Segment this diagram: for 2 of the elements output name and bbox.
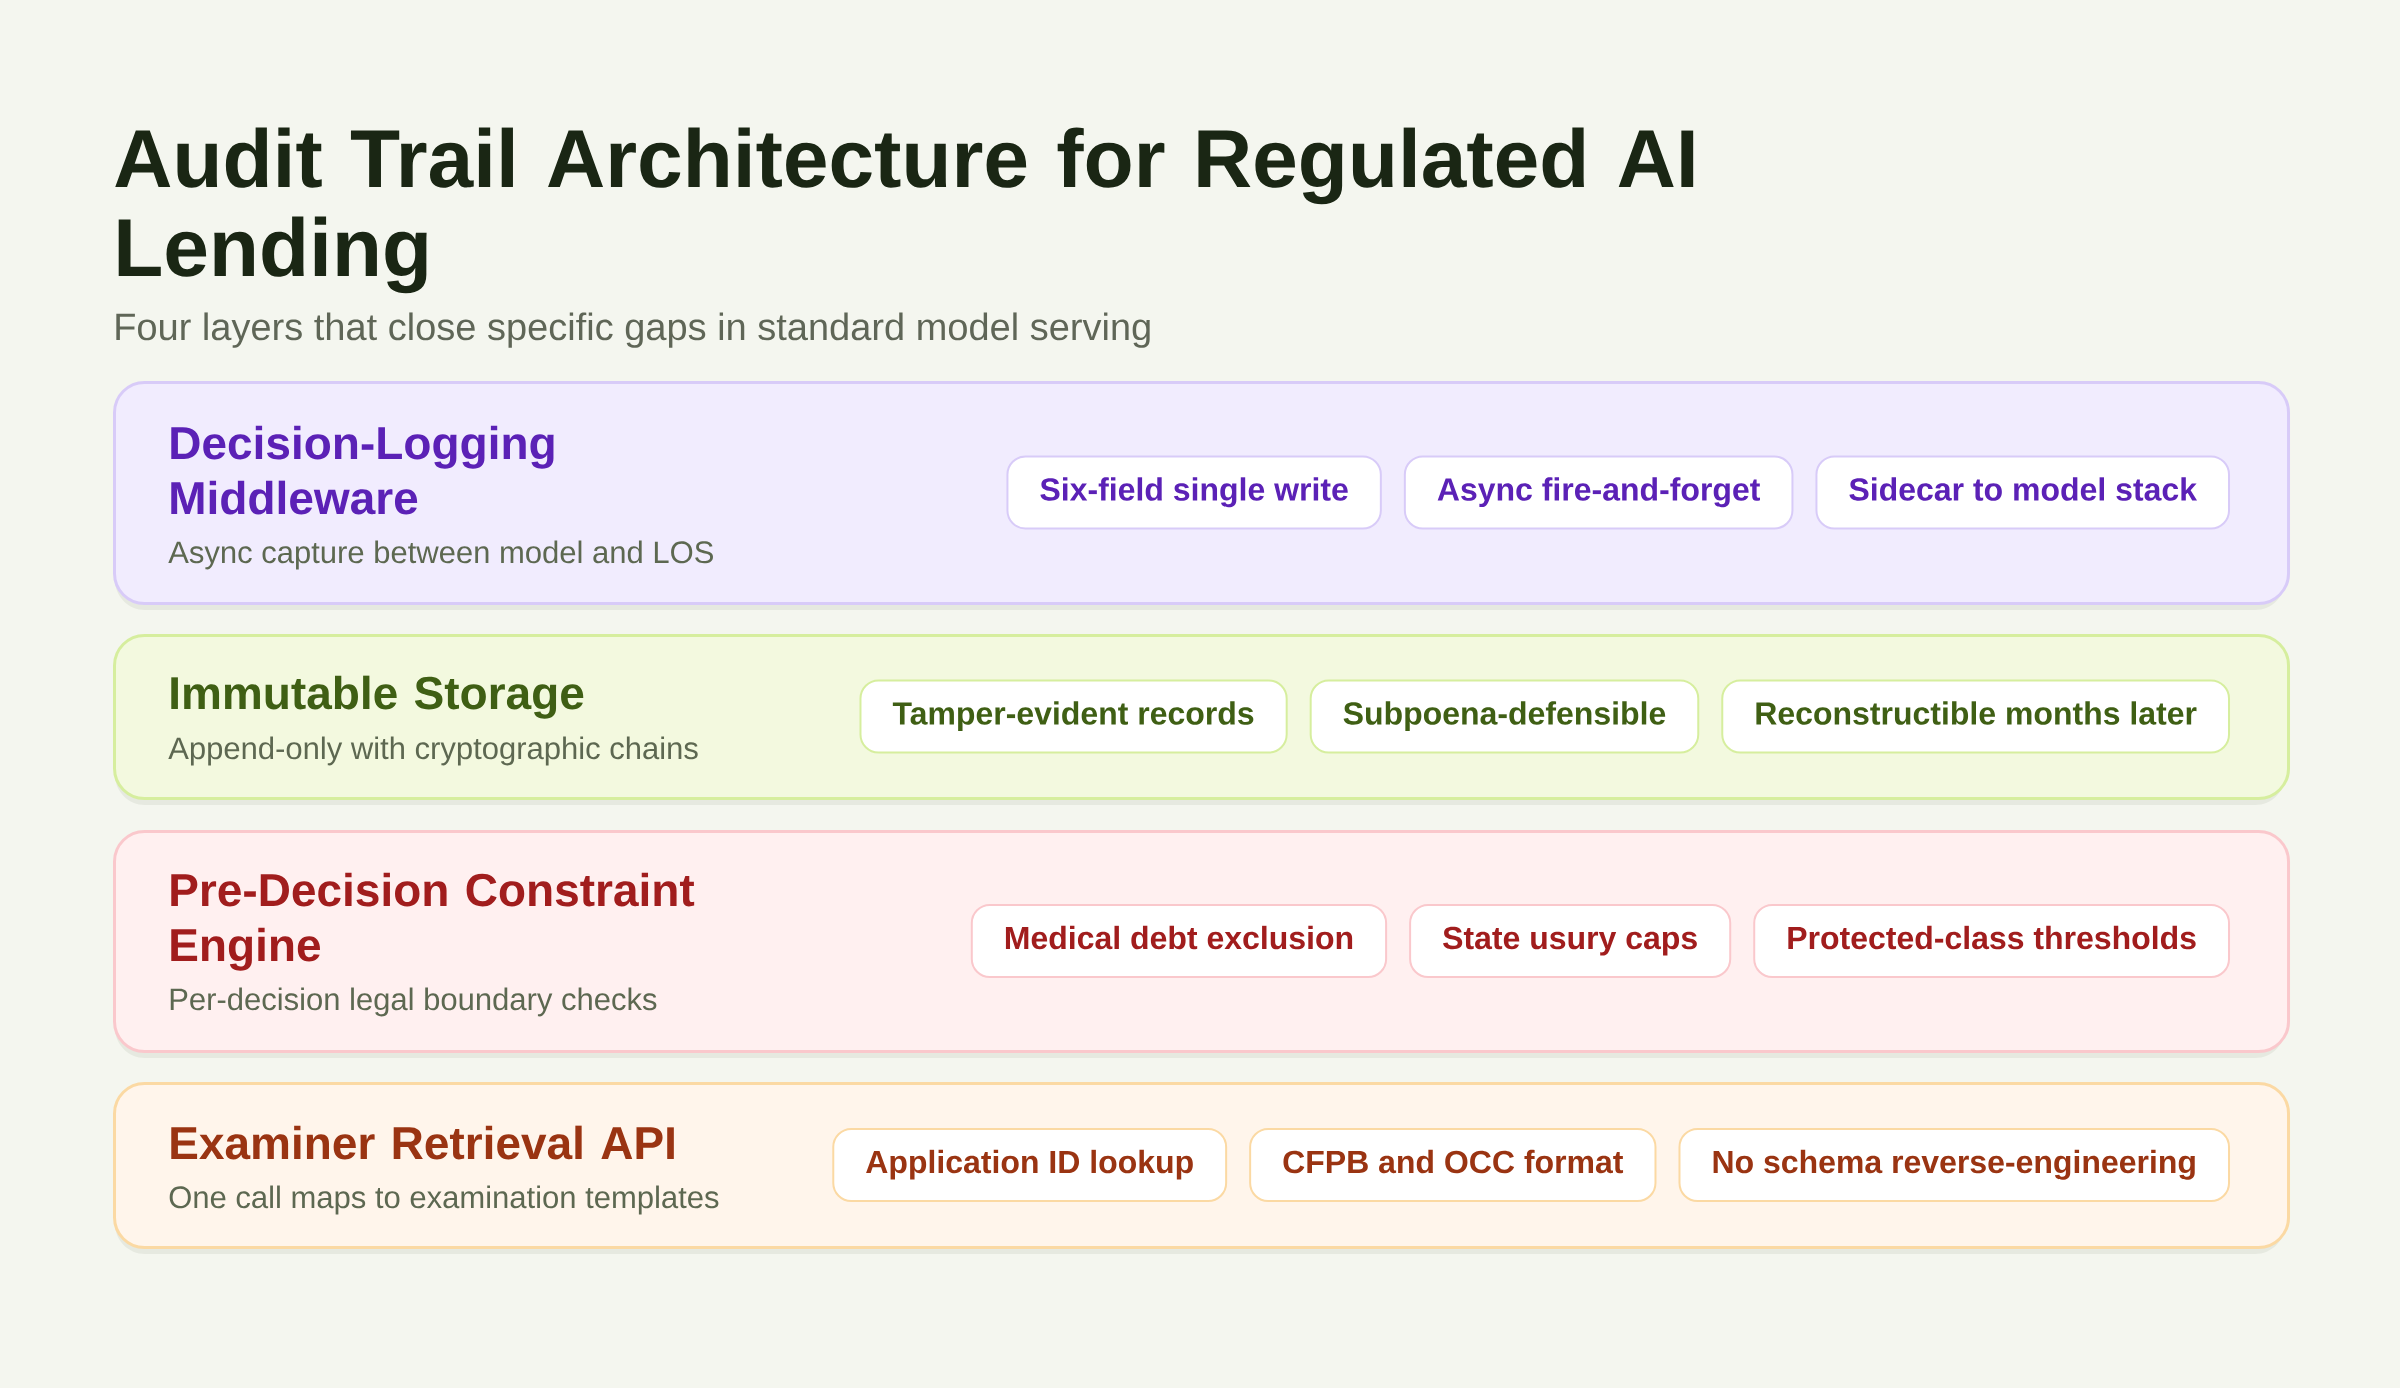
title: Audit Trail Architecture for Regulated AI Lending <box>115 127 1694 294</box>
subtitle: Four layers that close specific gaps in standard model serving <box>116 312 1150 348</box>
